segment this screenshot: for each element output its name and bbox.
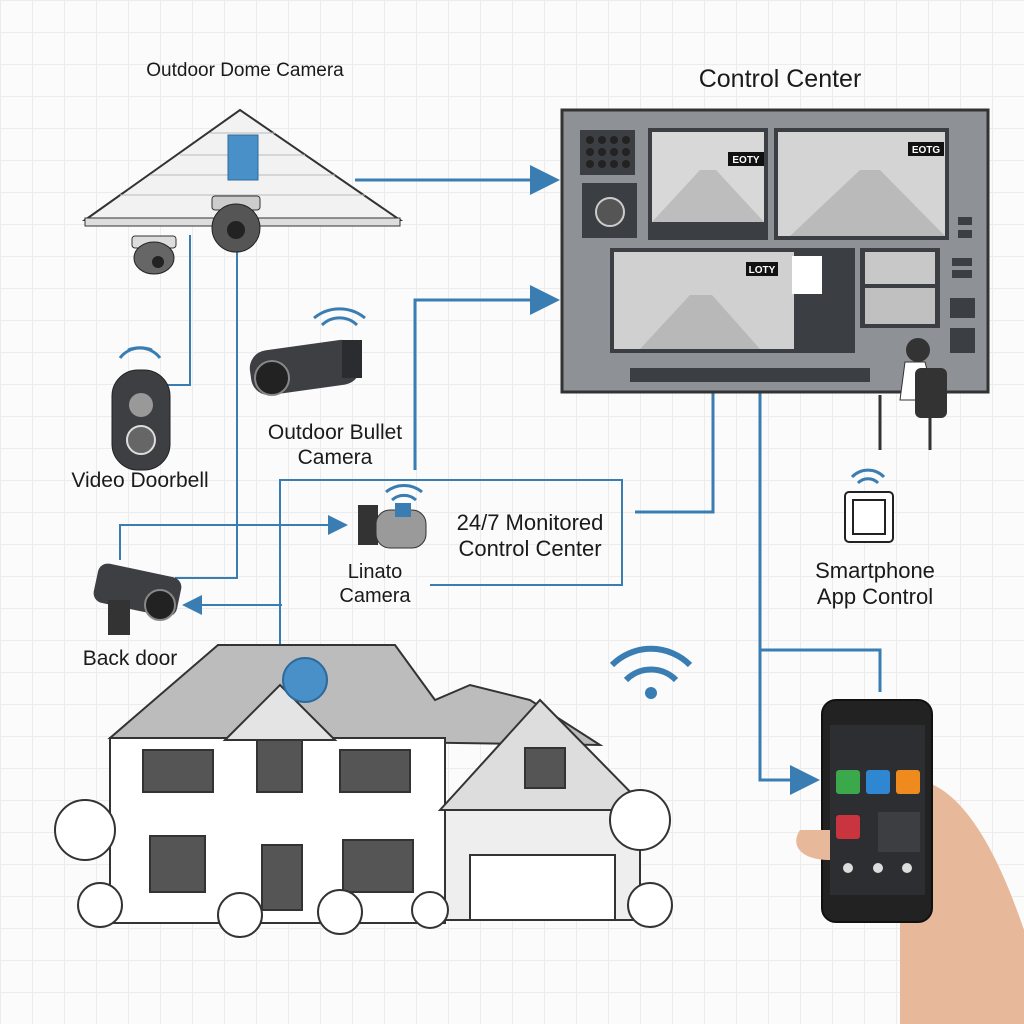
linato-label-line2: Camera [339,585,411,607]
camera-feed-3 [610,248,855,353]
camera-feed-1 [648,128,768,240]
feed-1-tag: EOTY [732,155,760,166]
connector-linato [119,515,348,560]
connector-control-to-phone [758,390,820,795]
monitored-label-line2: Control Center [458,536,602,562]
bullet-camera-label: Outdoor Bullet Camera [240,420,430,470]
smartphone-app-icon [844,468,894,543]
smartphone-in-hand [796,699,1024,1024]
operator-figure [878,338,947,450]
smartphone-label-line1: Smartphone [815,558,935,583]
house-illustration [54,644,673,938]
video-doorbell-label: Video Doorbell [71,469,209,492]
bullet-camera-label-line1: Outdoor Bullet [267,421,403,444]
screen-tags: EOTY EOTG LOTY [728,142,944,276]
dome-camera-roof [81,108,404,275]
smartphone-label: Smartphone App Control [780,558,970,611]
monitored-center-label: 24/7 Monitored Control Center [430,510,630,563]
dome-camera-label: Outdoor Dome Camera [146,60,344,81]
monitored-label-line1: 24/7 Monitored [456,510,604,535]
back-door-camera-icon [93,563,182,635]
mini-dome-camera-icon [131,235,177,275]
camera-feed-4 [860,248,940,328]
linato-camera-icon [358,484,427,549]
linato-label-line1: Linato [347,561,403,583]
bullet-camera-label-line2: Camera [297,446,373,470]
smartphone-label-line2: App Control [816,584,934,610]
video-doorbell-icon [111,346,171,471]
feed-2-tag: EOTG [912,145,941,156]
connector-phone-branch [760,648,882,692]
control-center-label: Control Center [698,65,862,93]
connector-bullet-to-control [413,285,560,470]
dome-camera-icon [211,195,261,253]
connector-control-down [635,380,715,514]
back-door-label: Back door [82,647,178,670]
control-center-monitor [560,108,990,450]
connector-house [279,479,623,700]
feed-3-tag: LOTY [749,265,776,276]
connector-backdoor [175,245,238,579]
bullet-camera-icon [249,307,366,396]
wifi-icon [609,645,693,699]
linato-camera-label: Linato Camera [320,560,430,608]
